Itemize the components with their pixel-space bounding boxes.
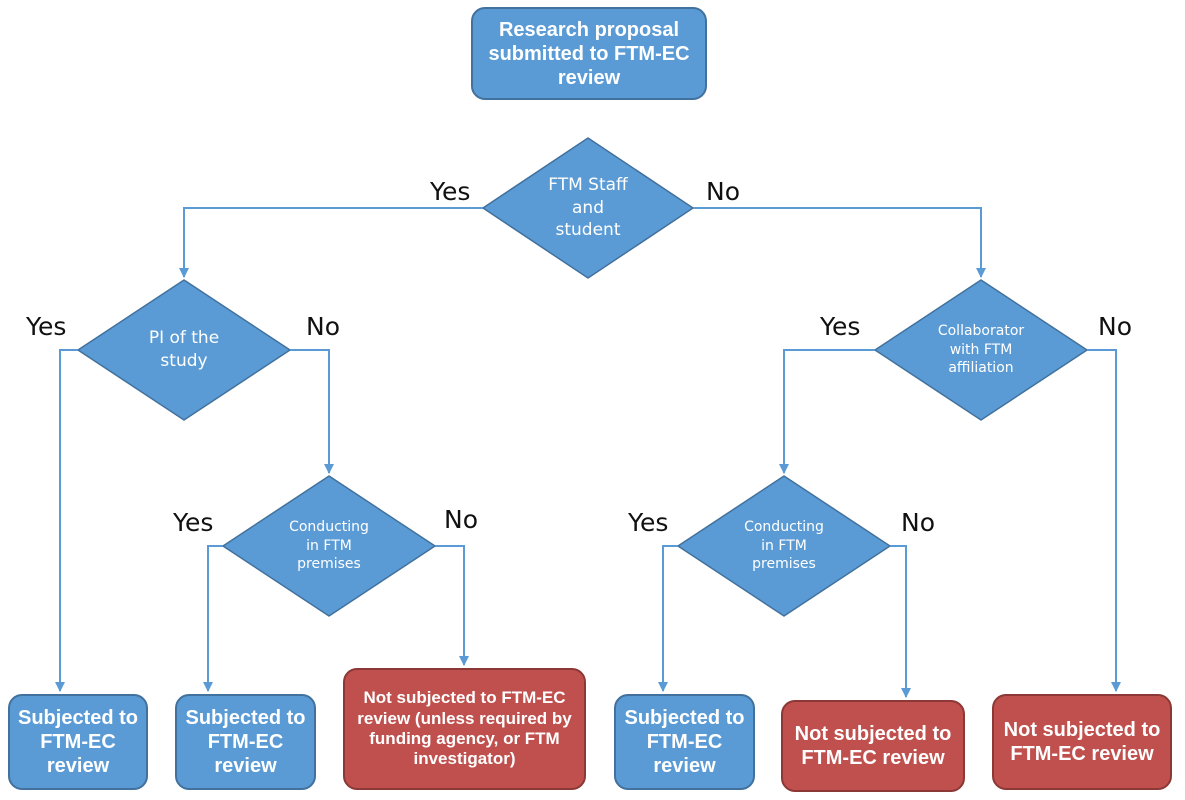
- branch-label-premises-right-yes: Yes: [628, 508, 669, 537]
- connector-premises-left-no: [435, 545, 469, 666]
- connector-collab-no: [1087, 349, 1121, 692]
- decision-collaborator-label: Collaborator with FTM affiliation: [937, 322, 1025, 377]
- branch-label-staff-yes: Yes: [430, 177, 471, 206]
- outcome-label: Not subjected to FTM-EC review: [1003, 719, 1161, 765]
- outcome-box: Not subjected to FTM-EC review: [781, 700, 965, 792]
- decision-collaborator-shape: [873, 279, 1089, 421]
- connector-pi-yes: [55, 349, 78, 692]
- start-node: Research proposal submitted to FTM-EC re…: [471, 7, 707, 100]
- connector-premises-right-no: [890, 545, 911, 698]
- outcome-label: Subjected to FTM-EC review: [17, 707, 138, 777]
- outcome-label: Not subjected to FTM-EC review (unless r…: [357, 688, 572, 769]
- connector-staff-no: [693, 207, 986, 278]
- outcome-box: Subjected to FTM-EC review: [614, 694, 755, 790]
- decision-pi-shape: [76, 279, 292, 421]
- branch-label-premises-left-yes: Yes: [173, 508, 214, 537]
- decision-premises-right-shape: [676, 475, 892, 617]
- outcome-label: Subjected to FTM-EC review: [185, 707, 306, 777]
- connector-pi-no: [290, 349, 334, 474]
- branch-label-collab-no: No: [1098, 312, 1132, 341]
- decision-staff-label: FTM Staff and student: [548, 174, 628, 241]
- decision-premises-left-label: Conducting in FTM premises: [289, 518, 369, 573]
- outcome-label: Subjected to FTM-EC review: [624, 707, 745, 777]
- outcome-label: Not subjected to FTM-EC review: [794, 723, 952, 769]
- branch-label-staff-no: No: [706, 177, 740, 206]
- outcome-box: Not subjected to FTM-EC review (unless r…: [343, 668, 586, 790]
- decision-premises-right-label: Conducting in FTM premises: [744, 518, 824, 573]
- decision-premises-left-shape: [221, 475, 437, 617]
- outcome-box: Subjected to FTM-EC review: [8, 694, 148, 790]
- connector-staff-yes: [179, 207, 483, 278]
- branch-label-premises-right-no: No: [901, 508, 935, 537]
- connector-collab-yes: [779, 349, 875, 474]
- decision-staff-shape: [481, 137, 695, 279]
- branch-label-collab-yes: Yes: [820, 312, 861, 341]
- outcome-box: Subjected to FTM-EC review: [175, 694, 316, 790]
- branch-label-pi-no: No: [306, 312, 340, 341]
- connector-premises-left-yes: [203, 545, 223, 692]
- connector-premises-right-yes: [658, 545, 678, 692]
- decision-pi-label: PI of the study: [148, 328, 220, 371]
- outcome-box: Not subjected to FTM-EC review: [992, 694, 1172, 790]
- branch-label-premises-left-no: No: [444, 505, 478, 534]
- start-node-label: Research proposal submitted to FTM-EC re…: [488, 18, 690, 89]
- branch-label-pi-yes: Yes: [26, 312, 67, 341]
